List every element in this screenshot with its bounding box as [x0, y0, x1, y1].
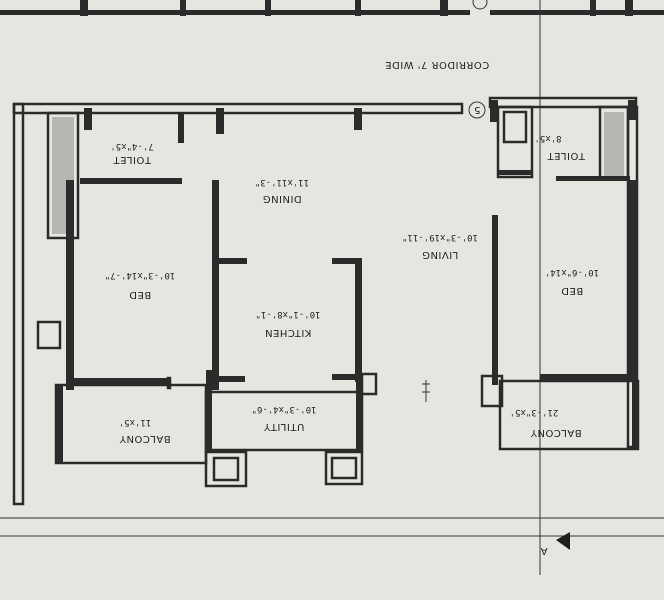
room-name: BALCONY	[119, 433, 171, 444]
room-size: 21'-3"x5'	[510, 407, 559, 417]
room-toilet-left: TOILET 7'-4"x5'	[110, 141, 153, 165]
right-unit-walls	[480, 96, 640, 451]
room-balcony-right: BALCONY 21'-3"x5'	[510, 407, 582, 438]
room-name: KITCHEN	[265, 327, 312, 338]
room-size: 11'x5'	[119, 417, 152, 427]
room-size: 10'-1"x8'-1"	[255, 309, 320, 319]
room-name: BED	[561, 285, 583, 296]
corridor-label: CORRIDOR 7' WIDE	[385, 59, 490, 70]
room-name: DINING	[262, 193, 301, 204]
section-marker-letter: A	[540, 545, 547, 556]
room-utility: UTILITY 10'-3"x4'-6"	[251, 404, 316, 432]
room-name: LIVING	[422, 249, 459, 260]
grid-marker: 5	[468, 101, 486, 119]
stair-mark	[422, 380, 430, 402]
room-size: 10'-3"x14'-7"	[105, 270, 175, 280]
room-size: 10'-3"x19'-11"	[402, 232, 478, 242]
room-bed-right: BED 10'-6"x14'	[545, 267, 599, 296]
room-size: 8'x5'	[534, 133, 561, 143]
room-name: BED	[129, 289, 151, 300]
room-bed-left: BED 10'-3"x14'-7"	[105, 270, 175, 300]
room-dining: DINING 11'x11'-3"	[255, 177, 309, 204]
room-toilet-right: TOILET 8'x5'	[534, 133, 586, 161]
room-size: 10'-3"x4'-6"	[251, 404, 316, 414]
grid-marker-number: 5	[474, 104, 481, 115]
room-size: 10'-6"x14'	[545, 267, 599, 277]
room-name: TOILET	[113, 154, 152, 165]
room-size: 11'x11'-3"	[255, 177, 309, 187]
room-name: BALCONY	[530, 427, 582, 438]
upper-unit-walls	[0, 0, 664, 16]
main-walls	[12, 102, 464, 506]
room-living: LIVING 10'-3"x19'-11"	[402, 232, 478, 260]
room-kitchen: KITCHEN 10'-1"x8'-1"	[255, 309, 320, 338]
room-name: TOILET	[547, 150, 586, 161]
section-marker: A	[539, 530, 570, 556]
room-name: UTILITY	[263, 421, 304, 432]
room-size: 7'-4"x5'	[110, 141, 153, 151]
room-balcony-left: BALCONY 11'x5'	[119, 417, 171, 444]
